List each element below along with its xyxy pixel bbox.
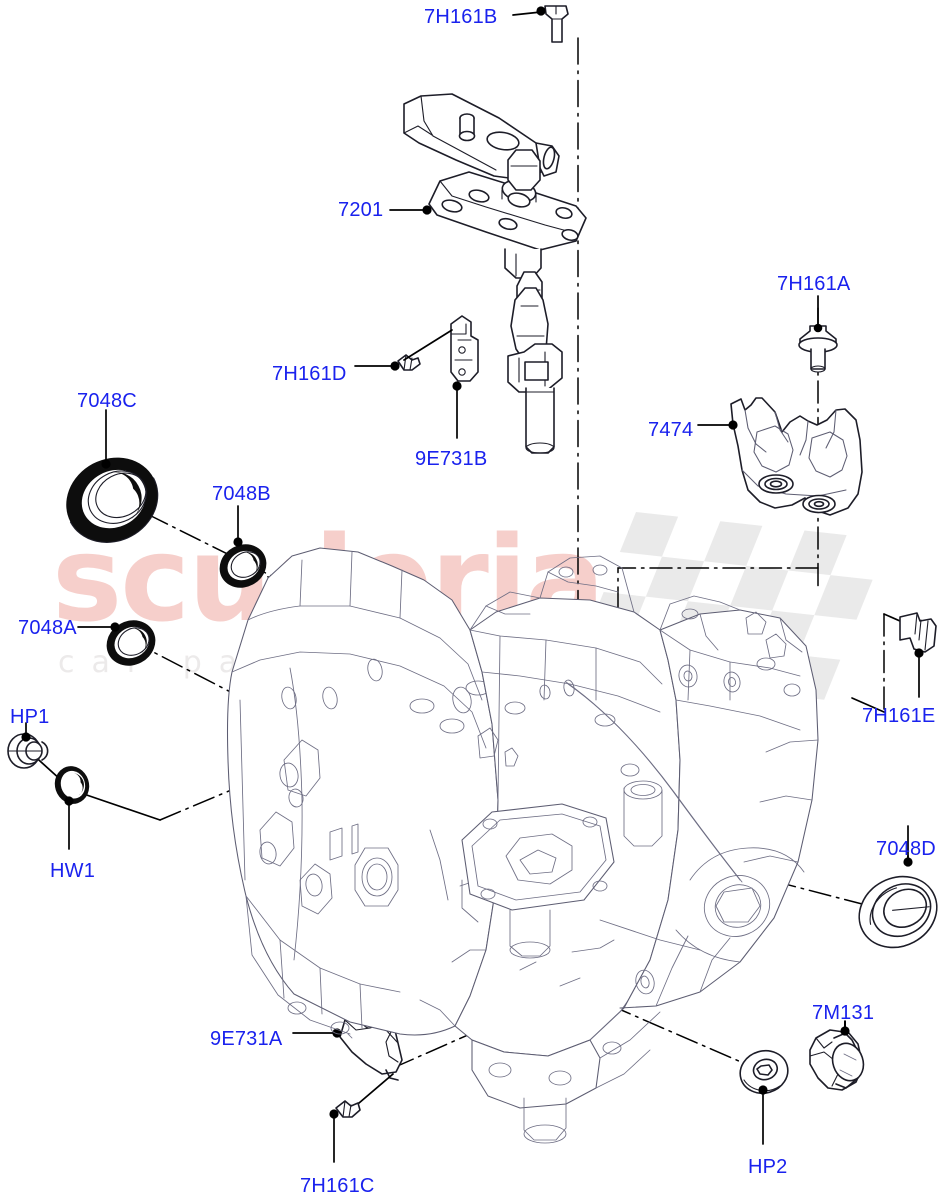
callout-9E731B[interactable]: 9E731B: [415, 448, 488, 470]
callout-HP1[interactable]: HP1: [10, 706, 50, 728]
part-HP2-plug: [739, 1049, 789, 1145]
part-7474-bracket: [697, 397, 863, 516]
part-7048A-oil-seal: [77, 620, 156, 666]
callout-HW1[interactable]: HW1: [50, 860, 96, 882]
callout-7048C[interactable]: 7048C: [77, 390, 137, 412]
part-HP1-plug: [7, 722, 49, 769]
part-7H161B-bolt: [512, 5, 569, 43]
callout-7M131[interactable]: 7M131: [812, 1002, 875, 1024]
callout-7201[interactable]: 7201: [338, 199, 384, 221]
callout-7H161D[interactable]: 7H161D: [272, 363, 347, 385]
callout-7H161C[interactable]: 7H161C: [300, 1175, 375, 1197]
callout-7048A[interactable]: 7048A: [18, 617, 77, 639]
part-7201-shift-housing: [389, 93, 587, 454]
callout-7048B[interactable]: 7048B: [212, 483, 271, 505]
part-HW1-washer: [54, 766, 90, 850]
part-7H161E-bolt: [899, 612, 937, 698]
callout-7048D[interactable]: 7048D: [876, 838, 936, 860]
callout-HP2[interactable]: HP2: [748, 1156, 788, 1178]
callout-7H161A[interactable]: 7H161A: [777, 273, 851, 295]
callout-7H161B[interactable]: 7H161B: [424, 6, 498, 28]
part-7M131-switch: [809, 1020, 865, 1091]
part-7048D-oil-seal: [858, 825, 938, 949]
part-transmission-main-housing: [226, 547, 819, 1144]
part-7H161A-bolt: [798, 295, 838, 373]
callout-7474[interactable]: 7474: [648, 419, 694, 441]
part-7048B-oil-seal: [219, 505, 267, 588]
part-9E731B-sensor: [450, 315, 479, 439]
part-7H161D-bolt: [354, 329, 453, 371]
callout-7H161E[interactable]: 7H161E: [862, 705, 936, 727]
part-7048C-oil-seal: [66, 409, 159, 543]
callout-9E731A[interactable]: 9E731A: [210, 1028, 283, 1050]
part-7H161C-bolt: [329, 1100, 361, 1163]
